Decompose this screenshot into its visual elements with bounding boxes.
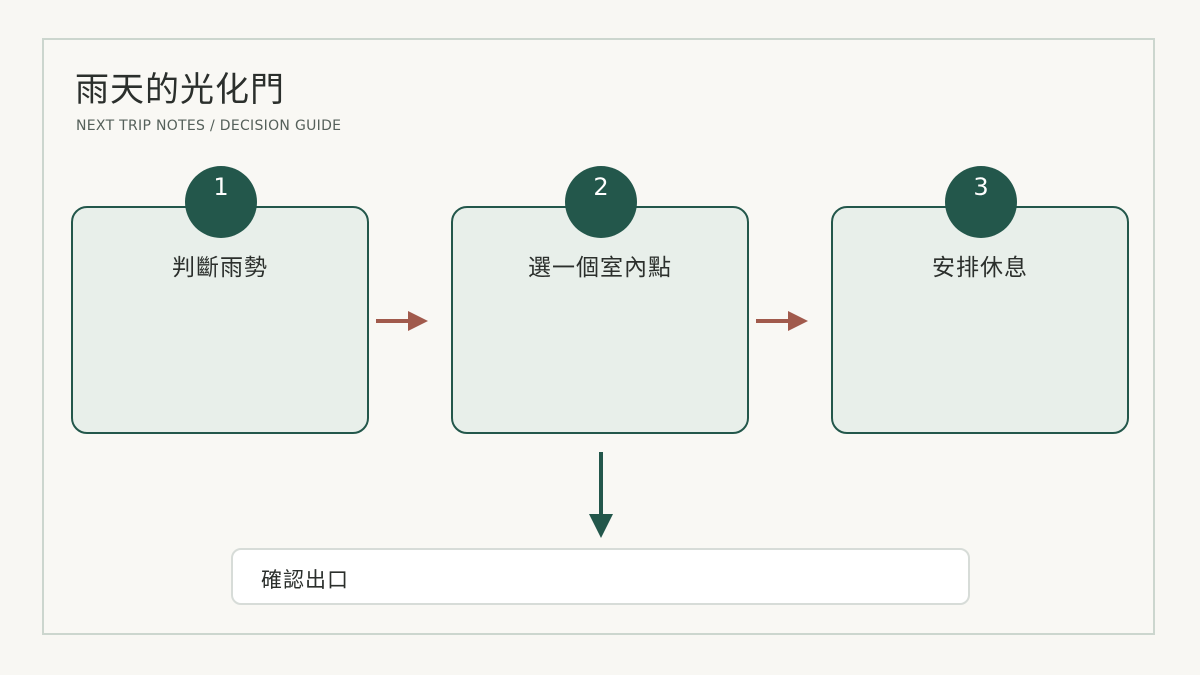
step-number-3: 3 bbox=[973, 173, 989, 201]
step-badge-2: 2 bbox=[565, 166, 637, 238]
exit-box: 確認出口 bbox=[231, 548, 970, 605]
step-box-1: 判斷雨勢 bbox=[71, 206, 369, 434]
step-box-3: 安排休息 bbox=[831, 206, 1129, 434]
step-label-1: 判斷雨勢 bbox=[172, 255, 268, 281]
step-label-2: 選一個室內點 bbox=[528, 255, 672, 281]
step-badge-3: 3 bbox=[945, 166, 1017, 238]
arrow-right-2 bbox=[756, 311, 808, 331]
step-badge-1: 1 bbox=[185, 166, 257, 238]
step-number-2: 2 bbox=[593, 173, 609, 201]
step-label-3: 安排休息 bbox=[932, 255, 1028, 281]
arrow-right-1 bbox=[376, 311, 428, 331]
step-number-1: 1 bbox=[213, 173, 229, 201]
exit-label: 確認出口 bbox=[261, 568, 349, 592]
step-box-2: 選一個室內點 bbox=[451, 206, 749, 434]
arrow-down bbox=[589, 452, 613, 538]
page-title: 雨天的光化門 bbox=[75, 70, 285, 110]
page-subtitle: NEXT TRIP NOTES / DECISION GUIDE bbox=[76, 118, 342, 134]
